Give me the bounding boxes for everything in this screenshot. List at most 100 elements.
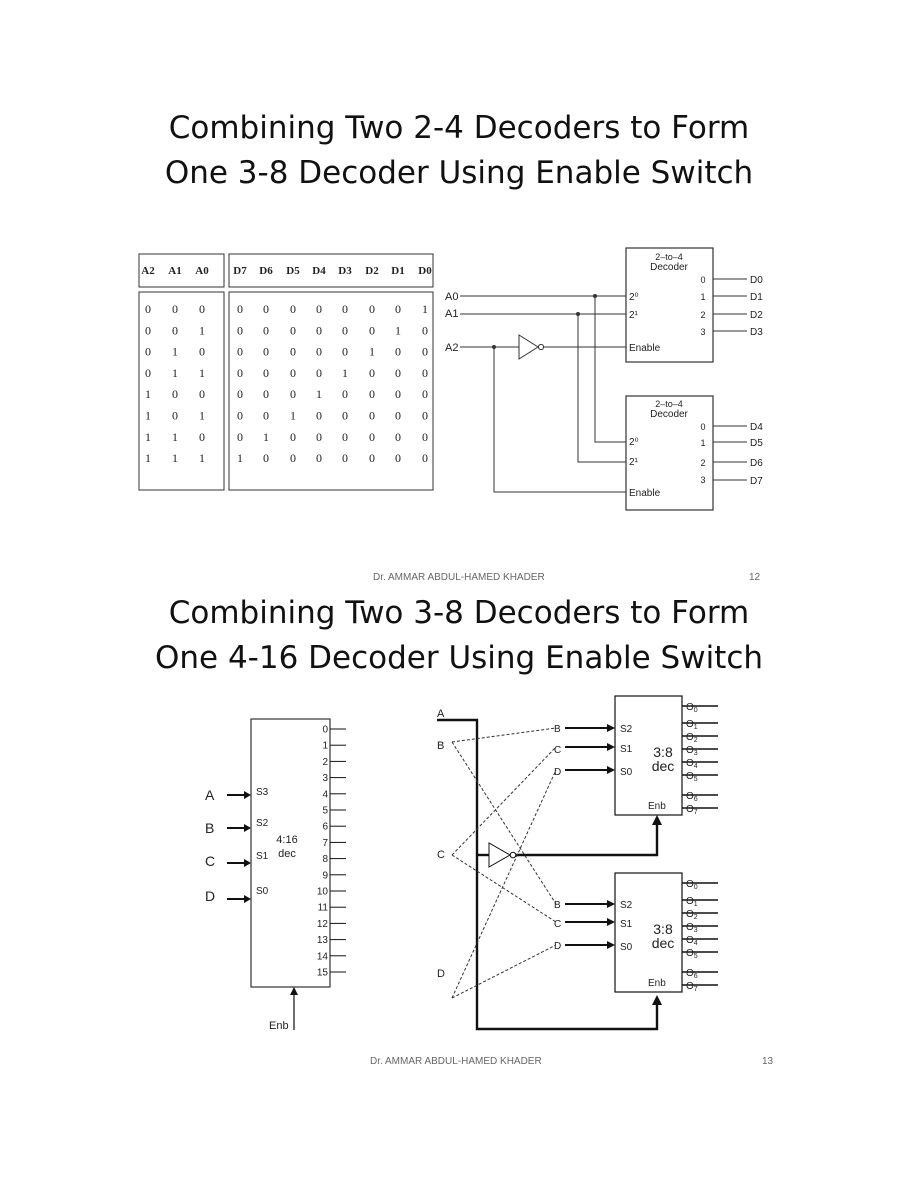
left-input-arrows — [227, 794, 246, 900]
left-output-label: 6 — [322, 822, 328, 833]
decoder-bottom-title-1: 2–to–4 — [655, 399, 683, 409]
tt-cell: 1 — [263, 430, 269, 444]
decoder-bottom-box — [625, 395, 714, 511]
tt-cell: 0 — [342, 345, 348, 359]
circuit-junctions — [492, 294, 597, 349]
tt-cell: 0 — [369, 302, 375, 316]
tt-cell: 1 — [237, 451, 243, 465]
slide13-title-line1: Combining Two 3-8 Decoders to Form — [168, 595, 750, 631]
right-output-letter: O — [686, 909, 694, 920]
tt-cell: 1 — [172, 366, 178, 380]
tt-cell: 0 — [395, 302, 401, 316]
left-output-label: 5 — [322, 806, 328, 817]
tt-cell: 0 — [263, 409, 269, 423]
right-output-letter: O — [686, 758, 694, 769]
tt-cell: 0 — [316, 451, 322, 465]
input-a0: A0 — [445, 291, 458, 303]
top-mux-c: C — [554, 745, 561, 756]
right-output-letter: O — [686, 968, 694, 979]
tt-cell: 0 — [395, 366, 401, 380]
tt-cell: 0 — [422, 366, 428, 380]
decoder-top-sel1: 2¹ — [629, 310, 639, 321]
tt-cell: 0 — [237, 302, 243, 316]
right-output-index: 7 — [694, 809, 698, 816]
tt-cell: 0 — [172, 387, 178, 401]
tt-cell: 0 — [342, 387, 348, 401]
decoder-top-enable: Enable — [629, 343, 661, 354]
right-output-label: O0 — [686, 879, 698, 891]
decoder-4to16-label-2: dec — [278, 848, 296, 860]
slide12-title-line1: Combining Two 2-4 Decoders to Form — [168, 110, 750, 146]
left-sel-s1: S1 — [256, 851, 269, 862]
right-input-d: D — [437, 968, 445, 980]
right-output-label: O6 — [686, 791, 698, 803]
right-output-label: O0 — [686, 702, 698, 714]
tt-header-a0: A0 — [195, 265, 209, 277]
decoder-bottom-sel0: 2⁰ — [629, 437, 639, 448]
tt-cell: 0 — [290, 345, 296, 359]
slide12-title-line2: One 3-8 Decoder Using Enable Switch — [164, 155, 754, 191]
tt-cell: 0 — [316, 323, 322, 337]
top-pin-0: 0 — [700, 275, 705, 285]
right-output-index: 2 — [694, 914, 698, 921]
tt-cell: 1 — [145, 451, 151, 465]
left-sel-s0: S0 — [256, 886, 269, 897]
right-input-b: B — [437, 740, 444, 752]
tt-cell: 1 — [172, 345, 178, 359]
tt-cell: 1 — [199, 451, 205, 465]
tt-cell: 1 — [395, 323, 401, 337]
tt-cell: 0 — [342, 451, 348, 465]
tt-cell: 0 — [422, 387, 428, 401]
bottom-pin-0: 0 — [700, 422, 705, 432]
top-dec-enb: Enb — [648, 801, 666, 812]
tt-header-d7: D7 — [233, 265, 247, 277]
tt-cell: 0 — [263, 345, 269, 359]
decoder-bottom-sel1: 2¹ — [629, 457, 639, 468]
right-output-label: O5 — [686, 948, 698, 960]
tt-cell: 0 — [145, 302, 151, 316]
top-output-stubs — [713, 278, 747, 481]
bottom-sel-s0: S0 — [620, 942, 633, 953]
right-output-letter: O — [686, 804, 694, 815]
slide12-footer-page: 12 — [749, 572, 761, 583]
right-output-index: 1 — [694, 901, 698, 908]
right-output-letter: O — [686, 745, 694, 756]
tt-cell: 0 — [369, 323, 375, 337]
right-output-label: O1 — [686, 896, 698, 908]
tt-cell: 0 — [316, 345, 322, 359]
left-output-label: 10 — [317, 887, 329, 898]
left-enable-label: Enb — [269, 1020, 289, 1032]
right-output-index: 0 — [694, 884, 698, 891]
tt-cell: 0 — [172, 323, 178, 337]
tt-cell: 0 — [316, 366, 322, 380]
tt-cell: 0 — [290, 387, 296, 401]
right-output-letter: O — [686, 719, 694, 730]
right-inverter — [488, 842, 517, 868]
tt-cell: 0 — [342, 323, 348, 337]
tt-cell: 1 — [290, 409, 296, 423]
decoder-top-sel0: 2⁰ — [629, 292, 639, 303]
tt-cell: 0 — [145, 366, 151, 380]
left-input-d: D — [205, 888, 215, 904]
output-d3: D3 — [750, 327, 763, 338]
tt-cell: 0 — [290, 451, 296, 465]
right-output-index: 0 — [694, 707, 698, 714]
tt-cell: 0 — [145, 345, 151, 359]
right-output-index: 2 — [694, 737, 698, 744]
top-dec-label-2: dec — [652, 758, 675, 774]
right-output-label: O7 — [686, 804, 698, 816]
bottom-mux-d: D — [554, 941, 561, 952]
inverter-gate — [518, 334, 545, 360]
circuit-wires — [460, 295, 626, 493]
tt-cell: 0 — [237, 345, 243, 359]
output-d1: D1 — [750, 292, 763, 303]
left-output-label: 11 — [318, 903, 329, 914]
right-output-index: 6 — [694, 796, 698, 803]
decoder-top-box — [625, 247, 714, 363]
tt-cell: 0 — [290, 302, 296, 316]
right-output-index: 5 — [694, 953, 698, 960]
tt-cell: 0 — [263, 302, 269, 316]
right-output-letter: O — [686, 948, 694, 959]
